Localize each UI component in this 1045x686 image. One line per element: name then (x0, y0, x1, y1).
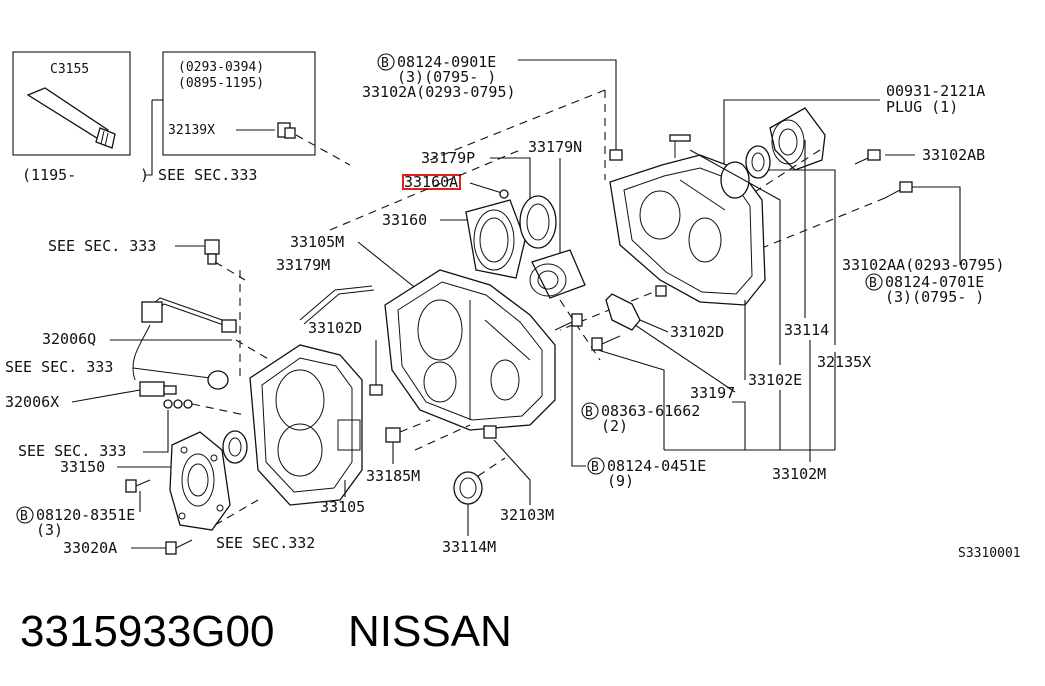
transfer-case-33105 (249, 344, 363, 506)
sealant-tube-icon (26, 87, 116, 149)
label-c3155: C3155 (50, 62, 89, 77)
bolt-33102aa (884, 181, 913, 199)
label-33179n: 33179N (528, 138, 582, 156)
plug-bolt-icon (277, 122, 296, 139)
oil-seal-small (222, 430, 248, 464)
svg-text:B: B (585, 405, 593, 420)
label-33105: 33105 (320, 498, 365, 516)
seal-33179p (519, 195, 557, 249)
label-33150: 33150 (60, 458, 105, 476)
label-32006q: 32006Q (42, 330, 96, 348)
svg-text:B: B (381, 56, 389, 71)
plug-33185m (385, 427, 401, 443)
callout-08124-0451e: B 08124-0451E (9) (587, 457, 706, 490)
breather-icon (204, 239, 220, 265)
retainer-33160 (465, 189, 526, 279)
label-33105m: 33105M (290, 233, 344, 251)
clip-set-icon (163, 399, 193, 409)
bracket-33197 (605, 293, 641, 331)
pin-33102e (669, 134, 691, 158)
callout-08124-0701e: B 08124-0701E (3)(0795- ) (865, 273, 984, 306)
callout-08124-0901e: B 08124-0901E (3)(0795- ) 33102A(0293-07… (362, 53, 516, 101)
footer-part-number: 3315933G00 (20, 607, 274, 656)
bolt-08363-61662 (591, 335, 621, 351)
svg-text:B: B (20, 509, 28, 524)
label-33160: 33160 (382, 211, 427, 229)
label-see-sec-333-c: SEE SEC. 333 (18, 442, 126, 460)
svg-text:08120-8351E: 08120-8351E (36, 506, 135, 524)
case-assembly-33105m (384, 269, 556, 431)
speed-sensor-harness (132, 297, 237, 381)
dowel-pin-right (655, 285, 667, 297)
bolt-33102ab (854, 149, 881, 165)
label-00931-2121a: 00931-2121A (886, 82, 985, 100)
date-range-2: (0895-1195) (178, 76, 264, 91)
callout-08363-61662: B 08363-61662 (2) (581, 402, 700, 435)
svg-text:B: B (869, 276, 877, 291)
bearing-33179n (529, 249, 586, 299)
dowel-pin-icon (369, 384, 383, 396)
svg-text:08124-0451E: 08124-0451E (607, 457, 706, 475)
label-see-sec-333-b: SEE SEC. 333 (5, 358, 113, 376)
bearing-33114 (769, 107, 826, 171)
svg-text:08124-0901E: 08124-0901E (397, 53, 496, 71)
footer-brand: NISSAN (348, 607, 512, 656)
svg-text:08363-61662: 08363-61662 (601, 402, 700, 420)
oil-seal-33114m (453, 471, 483, 505)
label-32139x: 32139X (168, 123, 215, 138)
diagram-id: S3310001 (958, 546, 1021, 561)
label-33102ab: 33102AB (922, 146, 985, 164)
label-33179p: 33179P (421, 149, 475, 167)
label-33102m: 33102M (772, 465, 826, 483)
label-33179m: 33179M (276, 256, 330, 274)
bolt-08124-0451e (554, 313, 583, 331)
svg-text:(3)(0795- ): (3)(0795- ) (885, 288, 984, 306)
highlight-box (402, 174, 461, 190)
label-plug-1: PLUG (1) (886, 98, 958, 116)
label-33102e: 33102E (748, 371, 802, 389)
bolt-33020a-upper (125, 479, 151, 493)
svg-text:(3)(0795- ): (3)(0795- ) (397, 68, 496, 86)
svg-text:(2): (2) (601, 417, 628, 435)
svg-text:08124-0701E: 08124-0701E (885, 273, 984, 291)
svg-text:33102A(0293-0795): 33102A(0293-0795) (362, 83, 516, 101)
label-33197: 33197 (690, 384, 735, 402)
label-32103m: 32103M (500, 506, 554, 524)
label-32135x: 32135X (817, 353, 871, 371)
svg-text:33160A: 33160A (404, 173, 458, 191)
label-33102d-right: 33102D (670, 323, 724, 341)
note-see-sec-333: ) SEE SEC.333 (140, 166, 257, 184)
label-33160a-highlighted: 33160A (402, 173, 461, 191)
label-33102aa: 33102AA(0293-0795) (842, 256, 1005, 274)
svg-text:B: B (591, 460, 599, 475)
case-33102m (609, 154, 766, 306)
sensor-box: (0293-0394) (0895-1195) 32139X (162, 51, 316, 156)
bolt-top-rear (609, 149, 623, 161)
sealant-box: C3155 (12, 51, 131, 156)
label-33102d-left: 33102D (308, 319, 362, 337)
sensor-32006x (139, 381, 177, 397)
label-see-sec-332: SEE SEC.332 (216, 534, 315, 552)
extension-plate-33150 (169, 431, 231, 531)
svg-text:(3): (3) (36, 521, 63, 539)
bolt-33020a (165, 539, 193, 555)
label-33114m: 33114M (442, 538, 496, 556)
label-33114: 33114 (784, 321, 829, 339)
note-1195: (1195- (22, 166, 76, 184)
seal-32135x (745, 145, 771, 179)
callout-08120-8351e: B 08120-8351E (3) (16, 506, 135, 539)
label-32006x: 32006X (5, 393, 59, 411)
plug-cap-icon (207, 370, 229, 390)
label-33185m: 33185M (366, 467, 420, 485)
label-see-sec-333-a: SEE SEC. 333 (48, 237, 156, 255)
svg-text:(9): (9) (607, 472, 634, 490)
drain-plug-32103m (483, 425, 497, 439)
label-33020a: 33020A (63, 539, 117, 557)
date-range-1: (0293-0394) (178, 60, 264, 75)
